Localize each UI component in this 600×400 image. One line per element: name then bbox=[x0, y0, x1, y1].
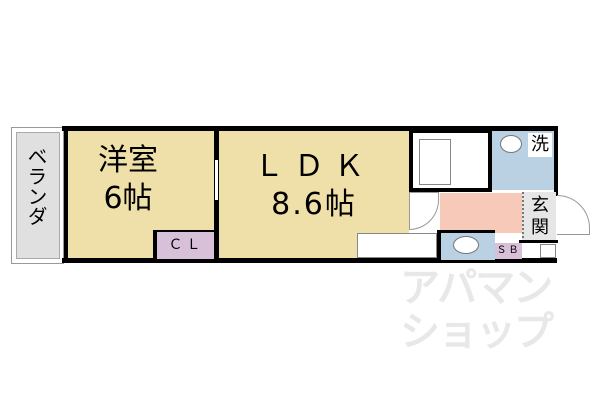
hall bbox=[440, 193, 522, 233]
kitchen-counter bbox=[357, 233, 437, 258]
closet: ＣＬ bbox=[153, 230, 216, 259]
bathroom bbox=[409, 129, 492, 192]
western-room-label: 洋室 bbox=[98, 143, 158, 178]
outer-wall-right bbox=[554, 126, 558, 196]
ldk-label: ＬＤＫ bbox=[254, 149, 374, 184]
entrance-door bbox=[557, 195, 590, 235]
closet-label: ＣＬ bbox=[168, 237, 205, 253]
wall-right-lower bbox=[519, 240, 558, 243]
veranda: ベランダ bbox=[11, 127, 64, 264]
veranda-label: ベランダ bbox=[24, 146, 48, 226]
watermark-logo: アパマン ショップ bbox=[400, 265, 554, 355]
meter-box bbox=[540, 244, 556, 258]
washroom-label: 洗 bbox=[528, 133, 552, 157]
ldk-size: 8.6帖 bbox=[271, 187, 357, 222]
outer-wall-top bbox=[62, 126, 557, 131]
entrance-label: 玄関 bbox=[531, 195, 549, 238]
washroom: 洗 bbox=[492, 131, 555, 190]
shoebox: ＳＢ bbox=[495, 243, 522, 259]
toilet-icon bbox=[453, 236, 479, 254]
bathtub bbox=[419, 139, 451, 185]
outer-wall-bottom bbox=[62, 258, 557, 263]
door-swing bbox=[409, 192, 439, 230]
sink-icon bbox=[500, 135, 522, 153]
toilet-room bbox=[437, 230, 495, 260]
shoebox-label: ＳＢ bbox=[496, 245, 521, 256]
entrance: 玄関 bbox=[522, 192, 556, 242]
western-room-size: 6帖 bbox=[103, 181, 153, 216]
